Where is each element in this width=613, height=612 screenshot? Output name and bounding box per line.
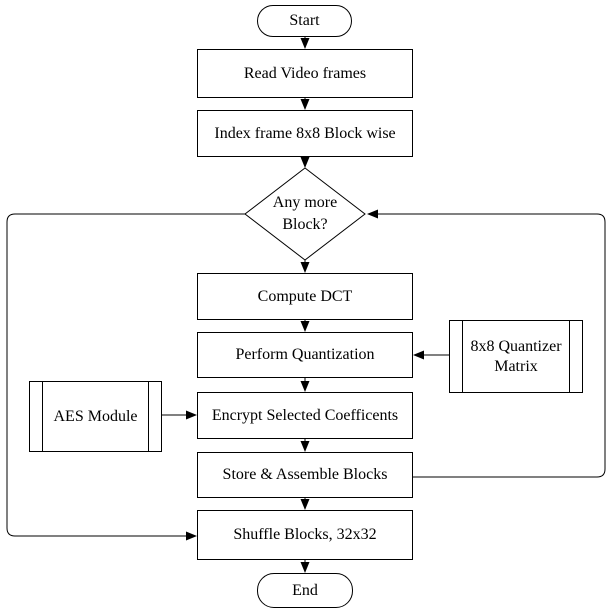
node-perform-quantization-label: Perform Quantization <box>235 346 375 363</box>
node-encrypt-coefficents: Encrypt Selected Coefficents <box>197 392 413 439</box>
node-aes-module-label: AES Module <box>53 407 138 425</box>
node-read-video-frames: Read Video frames <box>197 49 413 98</box>
node-index-frame: Index frame 8x8 Block wise <box>197 110 413 157</box>
node-shuffle-blocks-label: Shuffle Blocks, 32x32 <box>233 526 377 543</box>
node-quantizer-matrix: 8x8 Quantizer Matrix <box>449 320 583 393</box>
node-end-label: End <box>292 581 318 599</box>
node-read-video-frames-label: Read Video frames <box>243 64 367 82</box>
node-start-label: Start <box>289 12 320 29</box>
node-shuffle-blocks: Shuffle Blocks, 32x32 <box>197 510 413 560</box>
node-start: Start <box>257 5 352 37</box>
node-aes-module: AES Module <box>29 381 162 452</box>
node-index-frame-label: Index frame 8x8 Block wise <box>214 124 396 142</box>
node-any-more-block-label: Any more Block? <box>272 194 338 233</box>
edge-anymore-shuffle <box>6 213 245 541</box>
edge-store-anymore <box>367 209 606 478</box>
node-any-more-block: Any more Block? <box>253 189 357 239</box>
node-quantizer-matrix-label: 8x8 Quantizer Matrix <box>470 337 562 375</box>
node-store-assemble: Store & Assemble Blocks <box>197 452 413 498</box>
node-perform-quantization: Perform Quantization <box>197 332 413 378</box>
node-store-assemble-label: Store & Assemble Blocks <box>222 466 388 483</box>
node-compute-dct: Compute DCT <box>197 273 413 320</box>
node-end: End <box>257 573 353 608</box>
node-encrypt-coefficents-label: Encrypt Selected Coefficents <box>211 406 399 424</box>
node-compute-dct-label: Compute DCT <box>257 287 353 305</box>
